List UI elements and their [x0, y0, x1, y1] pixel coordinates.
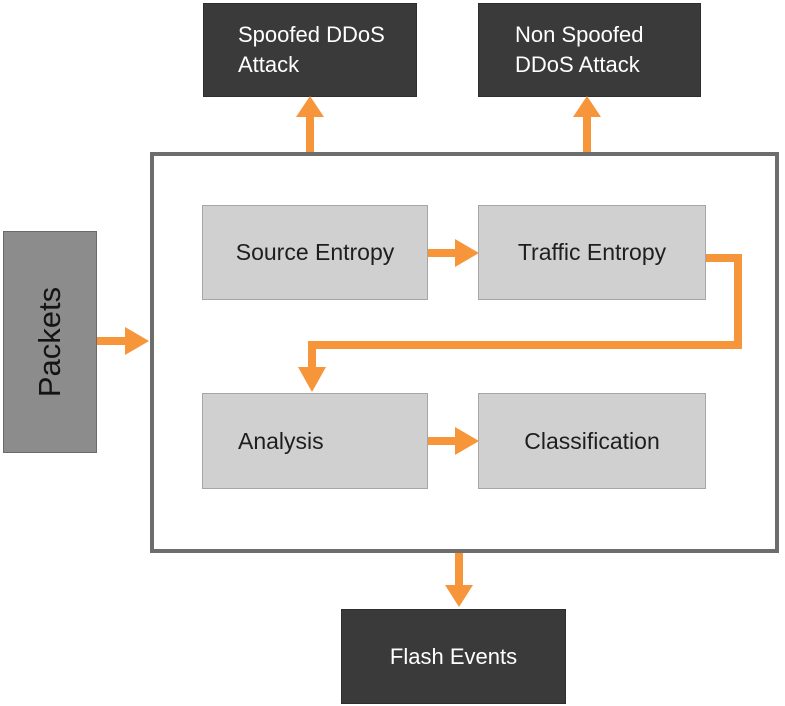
arrowhead-spoofed	[296, 96, 324, 117]
classification-label: Classification	[524, 427, 660, 454]
arrowhead-non-spoofed	[573, 96, 601, 117]
packets-label: Packets	[32, 286, 67, 398]
flash-events-label: Flash Events	[389, 643, 518, 669]
flash-events-box: Flash Events	[341, 609, 566, 704]
traffic-entropy-box: Traffic Entropy	[478, 205, 706, 300]
packets-box: Packets	[3, 231, 97, 453]
traffic-entropy-label: Traffic Entropy	[517, 239, 667, 265]
spoofed-ddos-attack-box: Spoofed DDoS Attack	[203, 3, 417, 97]
classification-box: Classification	[478, 393, 706, 489]
arrowhead-packets	[125, 327, 149, 355]
source-entropy-box: Source Entropy	[202, 205, 428, 300]
arrowhead-flash-events	[445, 585, 473, 607]
source-entropy-label: Source Entropy	[235, 239, 395, 265]
analysis-box: Analysis	[202, 393, 428, 489]
spoofed-ddos-attack-label: Spoofed DDoS Attack	[238, 22, 385, 77]
non-spoofed-ddos-attack-box: Non Spoofed DDoS Attack	[478, 3, 701, 97]
non-spoofed-ddos-attack-label: Non Spoofed DDoS Attack	[515, 22, 644, 77]
analysis-label: Analysis	[238, 427, 324, 454]
